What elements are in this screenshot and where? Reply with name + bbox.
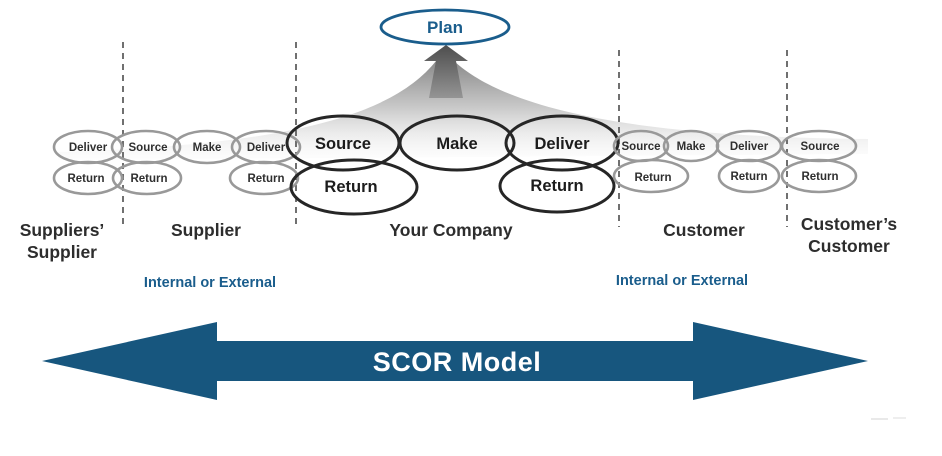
left-source-label: Source: [129, 142, 168, 154]
ellipse-right-return-2: [717, 158, 781, 194]
left-return-1-label: Return: [67, 173, 104, 185]
left-deliver-1-label: Deliver: [69, 142, 108, 154]
fan-gradient-shape: [58, 61, 868, 160]
right-source-1-label: Source: [622, 141, 661, 153]
ellipse-left-return-3: [228, 160, 300, 196]
label-customer: Customer: [663, 220, 745, 240]
internal-external-left-label: Internal or External: [144, 275, 276, 291]
company-make-label: Make: [436, 135, 477, 153]
right-return-2-label: Return: [730, 171, 767, 183]
ellipse-company-make: [398, 114, 516, 172]
right-return-1-label: Return: [634, 172, 671, 184]
ellipse-left-return-1: [52, 160, 124, 196]
scor-model-label: SCOR Model: [373, 347, 542, 377]
label-suppliers-supplier-line1: Suppliers’: [20, 220, 105, 240]
label-supplier: Supplier: [171, 220, 241, 240]
label-customers-customer-line2: Customer: [808, 236, 890, 256]
company-return-2-label: Return: [530, 177, 583, 195]
ellipse-left-return-2: [111, 160, 183, 196]
right-make-label: Make: [677, 141, 706, 153]
left-make-label: Make: [193, 142, 222, 154]
right-source-2-label: Source: [801, 141, 840, 153]
left-return-3-label: Return: [247, 173, 284, 185]
left-deliver-2-label: Deliver: [247, 142, 286, 154]
company-source-label: Source: [315, 135, 371, 153]
plan-label: Plan: [427, 18, 463, 37]
ellipse-company-deliver: [504, 114, 620, 172]
internal-external-right-label: Internal or External: [616, 273, 748, 289]
ellipse-left-make: [172, 129, 242, 165]
right-return-3-label: Return: [801, 171, 838, 183]
ellipse-company-return-1: [289, 158, 419, 216]
company-deliver-label: Deliver: [534, 135, 590, 153]
left-return-2-label: Return: [130, 173, 167, 185]
company-return-1-label: Return: [324, 178, 377, 196]
right-deliver-label: Deliver: [730, 141, 769, 153]
ellipse-company-return-2: [498, 158, 616, 214]
label-customers-customer-line1: Customer’s: [801, 214, 898, 234]
label-suppliers-supplier-line2: Supplier: [27, 242, 97, 262]
ellipse-right-return-1: [612, 158, 690, 194]
plan-ellipse: [379, 8, 511, 46]
scor-double-arrow: [42, 322, 868, 400]
label-your-company: Your Company: [389, 220, 512, 240]
up-arrow-icon: [424, 45, 468, 98]
ellipse-right-return-3: [780, 158, 858, 194]
